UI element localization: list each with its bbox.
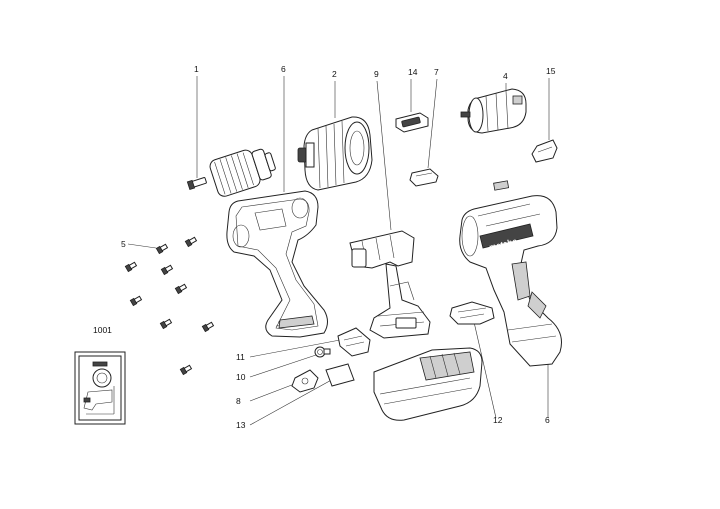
chuck-assembly	[186, 148, 276, 197]
part-8-pad	[291, 369, 319, 393]
callout-14: 14	[408, 67, 418, 77]
callout-12: 12	[493, 415, 503, 425]
callout-1: 1	[194, 64, 199, 74]
gearbox	[297, 116, 373, 191]
battery-pack	[373, 347, 483, 421]
callout-8: 8	[236, 396, 241, 406]
callout-1001: 1001	[93, 325, 112, 335]
callout-6-housing: 6	[281, 64, 286, 74]
part-15-bracket	[493, 139, 558, 191]
callout-15: 15	[546, 66, 556, 76]
switch-electronics	[349, 230, 431, 339]
callout-11: 11	[236, 352, 245, 362]
part-7-slider	[409, 168, 439, 187]
callout-9: 9	[374, 69, 379, 79]
callout-5: 5	[121, 239, 126, 249]
leader-lines	[127, 76, 550, 426]
callout-4: 4	[503, 71, 508, 81]
part-13-label	[325, 363, 355, 387]
document-1001	[74, 351, 126, 425]
part-14-button	[395, 112, 429, 133]
motor	[460, 88, 527, 134]
callout-2: 2	[332, 69, 337, 79]
callout-7: 7	[434, 67, 439, 77]
callout-6-outer-housing: 6	[545, 415, 550, 425]
left-housing-half	[226, 190, 328, 338]
chuck-screw	[186, 177, 207, 191]
housing-screws	[124, 236, 215, 376]
callout-10: 10	[236, 372, 246, 382]
assembled-drill-housing: metabo	[459, 195, 562, 367]
part-10-spring	[314, 346, 331, 358]
part-11-latch	[337, 327, 371, 357]
callout-13: 13	[236, 420, 246, 430]
part-12-clip	[449, 301, 495, 325]
